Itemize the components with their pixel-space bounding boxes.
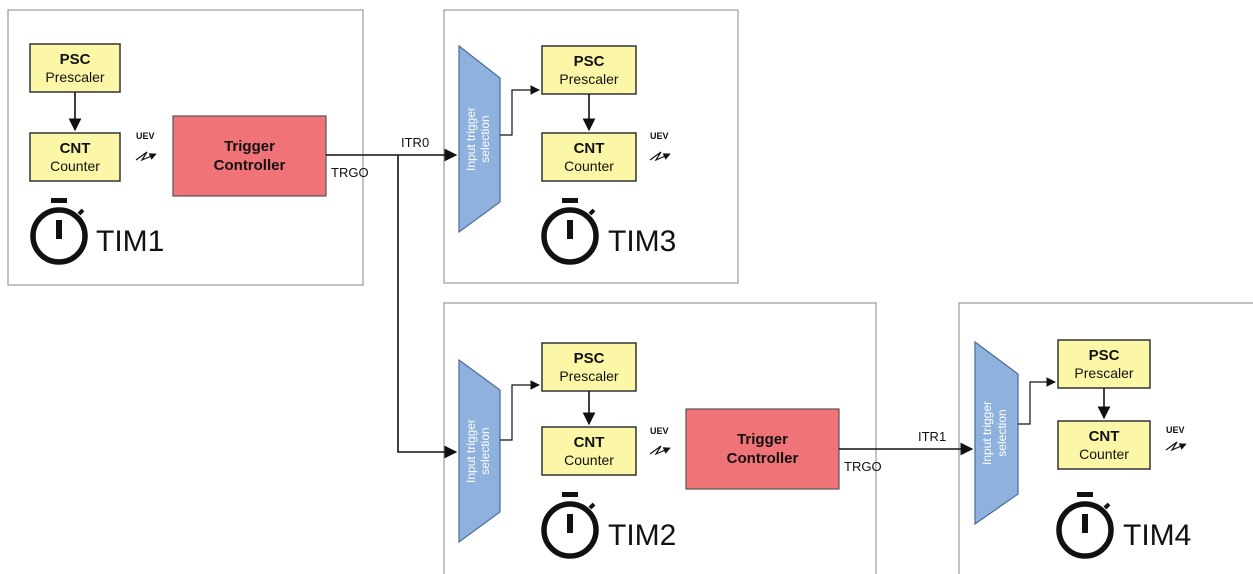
tim2-mux-line2: selection <box>478 427 492 474</box>
tim4-mux-line1: Input trigger <box>980 401 994 465</box>
stopwatch-icon <box>1056 492 1114 559</box>
tim1-panel: PSC Prescaler CNT Counter UEV Trigger Co… <box>7 9 364 286</box>
tim1-cnt-label: Counter <box>50 158 100 174</box>
tim2-uev-label: UEV <box>650 426 669 436</box>
tim2-cnt-block: CNT Counter <box>541 426 637 476</box>
tim1-trigger-line1: Trigger <box>224 138 275 155</box>
tim4-uev-label: UEV <box>1166 425 1185 435</box>
tim2-psc-label: Prescaler <box>559 368 618 384</box>
tim3-name: TIM3 <box>608 225 676 258</box>
tim2-mux-to-psc-arrow <box>500 380 540 441</box>
tim4-panel: Input trigger selection PSC Prescaler CN… <box>958 302 1253 574</box>
tim3-uev-icon <box>649 151 671 162</box>
tim2-trigger-line1: Trigger <box>737 431 788 448</box>
tim2-psc-block: PSC Prescaler <box>541 342 637 392</box>
tim4-mux-line2: selection <box>995 409 1009 456</box>
tim3-psc-block: PSC Prescaler <box>541 45 637 95</box>
tim1-trgo-label: TRGO <box>331 165 369 180</box>
tim3-cnt-label: Counter <box>564 158 614 174</box>
tim3-cnt-block: CNT Counter <box>541 132 637 182</box>
tim1-uev-icon <box>135 151 157 162</box>
tim4-psc-label: Prescaler <box>1074 365 1133 381</box>
tim4-name: TIM4 <box>1123 519 1191 552</box>
tim2-trigger-controller: Trigger Controller <box>685 408 840 490</box>
stopwatch-icon <box>541 198 599 265</box>
stopwatch-icon <box>30 198 88 265</box>
tim4-cnt-label: Counter <box>1079 446 1129 462</box>
tim2-name: TIM2 <box>608 519 676 552</box>
tim4-cnt-block: CNT Counter <box>1057 420 1151 470</box>
tim1-psc-block: PSC Prescaler <box>29 43 121 93</box>
tim1-trigger-line2: Controller <box>214 157 286 174</box>
tim4-uev-icon <box>1165 441 1187 452</box>
tim3-psc-label: Prescaler <box>559 71 618 87</box>
tim2-uev-icon <box>649 445 671 456</box>
tim3-input-trigger-mux: Input trigger selection <box>458 44 501 234</box>
itr0-to-tim2-arrow <box>397 155 458 459</box>
tim2-cnt-title: CNT <box>574 434 605 451</box>
tim1-cnt-title: CNT <box>60 140 91 157</box>
tim3-mux-line1: Input trigger <box>464 107 478 171</box>
tim1-trigger-controller: Trigger Controller <box>172 115 327 197</box>
tim4-cnt-title: CNT <box>1089 428 1120 445</box>
tim1-name: TIM1 <box>96 225 164 258</box>
tim3-psc-title: PSC <box>574 53 605 70</box>
tim2-trigger-line2: Controller <box>727 450 799 467</box>
tim3-panel: Input trigger selection PSC Prescaler CN… <box>443 9 739 284</box>
tim3-mux-to-psc-arrow <box>500 85 540 136</box>
itr0-label: ITR0 <box>401 135 429 150</box>
stopwatch-icon <box>541 492 599 559</box>
itr1-label: ITR1 <box>918 429 946 444</box>
tim2-psc-title: PSC <box>574 350 605 367</box>
tim2-trgo-label: TRGO <box>844 459 882 474</box>
tim2-panel: Input trigger selection PSC Prescaler CN… <box>443 302 877 574</box>
tim3-cnt-title: CNT <box>574 140 605 157</box>
tim4-psc-block: PSC Prescaler <box>1057 339 1151 389</box>
tim3-uev-label: UEV <box>650 131 669 141</box>
tim1-psc-label: Prescaler <box>45 69 104 85</box>
tim4-mux-to-psc-arrow <box>1018 377 1056 425</box>
tim2-input-trigger-mux: Input trigger selection <box>458 358 501 544</box>
tim2-trgo-connection: TRGO ITR1 <box>839 429 974 474</box>
tim1-trgo-connection: TRGO ITR0 <box>326 135 458 459</box>
tim1-uev-label: UEV <box>136 131 155 141</box>
tim4-psc-title: PSC <box>1089 347 1120 364</box>
tim3-mux-line2: selection <box>478 115 492 162</box>
tim2-cnt-label: Counter <box>564 452 614 468</box>
tim2-mux-line1: Input trigger <box>464 419 478 483</box>
tim1-cnt-block: CNT Counter <box>29 132 121 182</box>
tim1-psc-title: PSC <box>60 51 91 68</box>
tim4-input-trigger-mux: Input trigger selection <box>974 340 1019 526</box>
